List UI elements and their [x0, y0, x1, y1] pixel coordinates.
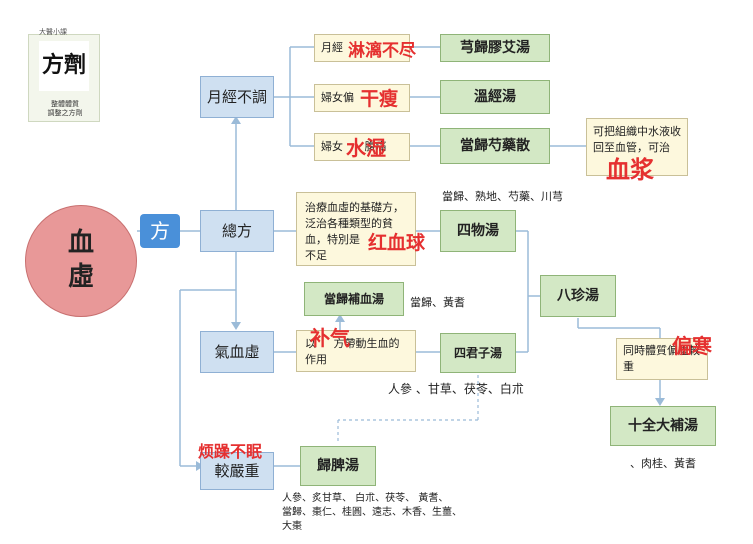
- ingredients-guipi: 人參、炙甘草、 白朮、茯苓、 黃耆、 當歸、棗仁、桂圓、遠志、木香、生薑、 大棗: [282, 492, 462, 534]
- condition-box-3: 婦女 腹痛: [314, 133, 410, 161]
- formula-dangguishaoyao: 當歸芍藥散: [440, 128, 550, 164]
- desc-general-text-2: 不足: [305, 249, 327, 262]
- node-menstrual-irregular: 月經不調: [200, 76, 274, 118]
- formula-danggui-buxue: 當歸補血湯: [304, 282, 404, 316]
- formula-wenjing: 溫經湯: [440, 80, 550, 114]
- ingredients-guipi-line-2: 當歸、棗仁、桂圓、遠志、木香、生薑、: [282, 507, 462, 518]
- circle-line-1: 血: [67, 228, 94, 258]
- condition-text-3b: 腹痛: [364, 140, 387, 153]
- desc-cold-deficiency: 同時體質偏虛較重: [616, 338, 708, 380]
- circle-line-2: 虛: [67, 262, 94, 292]
- condition-text-3: 婦女: [321, 140, 343, 153]
- ingredients-danggui-buxue: 當歸、黃耆: [410, 296, 465, 309]
- desc-qi-blood: 以 方帶動生血的作用: [296, 330, 416, 372]
- fang-label: 方: [140, 214, 180, 248]
- desc-qi-text-2: 方帶動生血的作用: [305, 337, 400, 366]
- annotation-1: 淋漓不尽: [348, 41, 416, 61]
- ingredients-sijunzi: 人參 、甘草、茯苓、白朮: [388, 382, 524, 396]
- annotation-6: 补气: [310, 326, 350, 350]
- ingredients-guipi-line-3: 大棗: [282, 521, 302, 532]
- desc-general-text: 治療血虛的基礎方，泛治各種類型的貧血，特別是: [305, 201, 404, 246]
- node-more-severe: 較嚴重: [200, 452, 274, 490]
- annotation-8: 烦躁不眠: [198, 442, 263, 461]
- condition-box-1: 月經: [314, 34, 410, 62]
- node-qi-blood-deficiency: 氣血虛: [200, 331, 274, 373]
- formula-siwu: 四物湯: [440, 210, 516, 252]
- formula-shiquan: 十全大補湯: [610, 406, 716, 446]
- condition-text-1: 月經: [321, 41, 343, 54]
- logo-subtitle-2: 調整之方劑: [47, 109, 83, 117]
- formula-sijunzi: 四君子湯: [440, 333, 516, 373]
- annotation-7: 偏寒: [672, 334, 712, 358]
- annotation-4: 血浆: [606, 156, 654, 184]
- ingredients-shiquan: 、肉桂、黃耆: [630, 457, 696, 470]
- logo-top-text: 大醫小課: [39, 28, 67, 36]
- desc-general-formula: 治療血虛的基礎方，泛治各種類型的貧血，特別是 不足: [296, 192, 416, 266]
- ingredients-guipi-line-1: 人參、炙甘草、 白朮、茯苓、 黃耆、: [282, 493, 449, 504]
- desc-qi-text-1: 以: [305, 337, 316, 350]
- blood-deficiency-circle: 血 虛: [25, 205, 137, 317]
- annotation-5: 红血球: [368, 232, 426, 254]
- formula-xiongguijiaoai: 芎歸膠艾湯: [440, 34, 550, 62]
- condition-text-2: 婦女偏: [321, 91, 354, 104]
- logo-subtitle-1: 整體體質: [51, 100, 79, 108]
- condition-box-2: 婦女偏: [314, 84, 410, 112]
- formula-guipi: 歸脾湯: [300, 446, 376, 486]
- logo: 大醫小課 方劑 整體體質 調整之方劑: [28, 28, 100, 122]
- ingredients-siwu: 當歸、熟地、芍藥、川芎: [442, 190, 563, 203]
- annotation-2: 干瘦: [360, 88, 399, 110]
- annotation-3: 水湿: [346, 136, 386, 160]
- logo-glyph: 方劑: [39, 41, 89, 91]
- desc-dangguishaoyao: 可把組織中水液收回至血管，可治: [586, 118, 688, 176]
- node-general-formula: 總方: [200, 210, 274, 252]
- formula-bazhen: 八珍湯: [540, 275, 616, 317]
